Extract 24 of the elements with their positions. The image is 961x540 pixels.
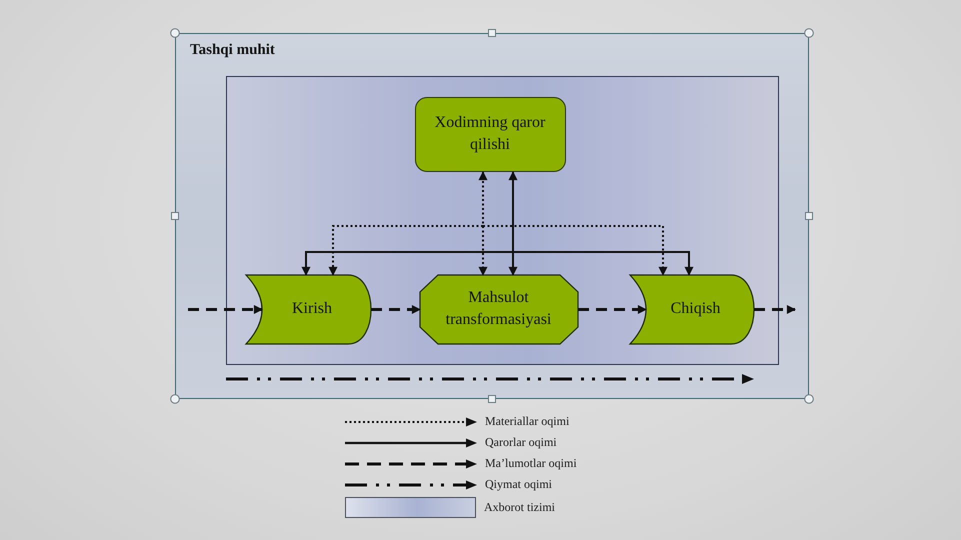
node-label: Chiqish bbox=[670, 299, 720, 320]
curved-box bbox=[630, 274, 754, 344]
curved-box bbox=[246, 274, 370, 344]
dashed-arrow bbox=[578, 305, 647, 314]
octagon-box bbox=[420, 274, 578, 344]
outer-frame bbox=[175, 33, 809, 399]
rounded-box bbox=[414, 96, 566, 172]
arrow bbox=[508, 171, 518, 276]
dashed-arrow bbox=[371, 305, 421, 314]
legend-label: Qarorlar oqimi bbox=[485, 435, 557, 450]
node-label: Xodimning qaror qilishi bbox=[434, 113, 546, 155]
dotted-arrow bbox=[482, 172, 668, 276]
node-label: Mahsulot transformasiyasi bbox=[444, 288, 552, 330]
legend-label: Qiymat oqimi bbox=[485, 477, 552, 492]
inner-panel bbox=[226, 76, 778, 364]
dashed-arrow bbox=[188, 305, 263, 314]
node-label: Kirish bbox=[292, 299, 332, 320]
legend-label: Axborot tizimi bbox=[484, 500, 555, 515]
legend-label: Ma’lumotlar oqimi bbox=[485, 456, 577, 471]
arrow bbox=[512, 172, 694, 276]
dotted-arrow bbox=[478, 171, 488, 276]
panel-title: Tashqi muhit bbox=[190, 42, 275, 59]
legend-label: Materiallar oqimi bbox=[485, 414, 570, 429]
dashed-arrow bbox=[754, 305, 796, 314]
